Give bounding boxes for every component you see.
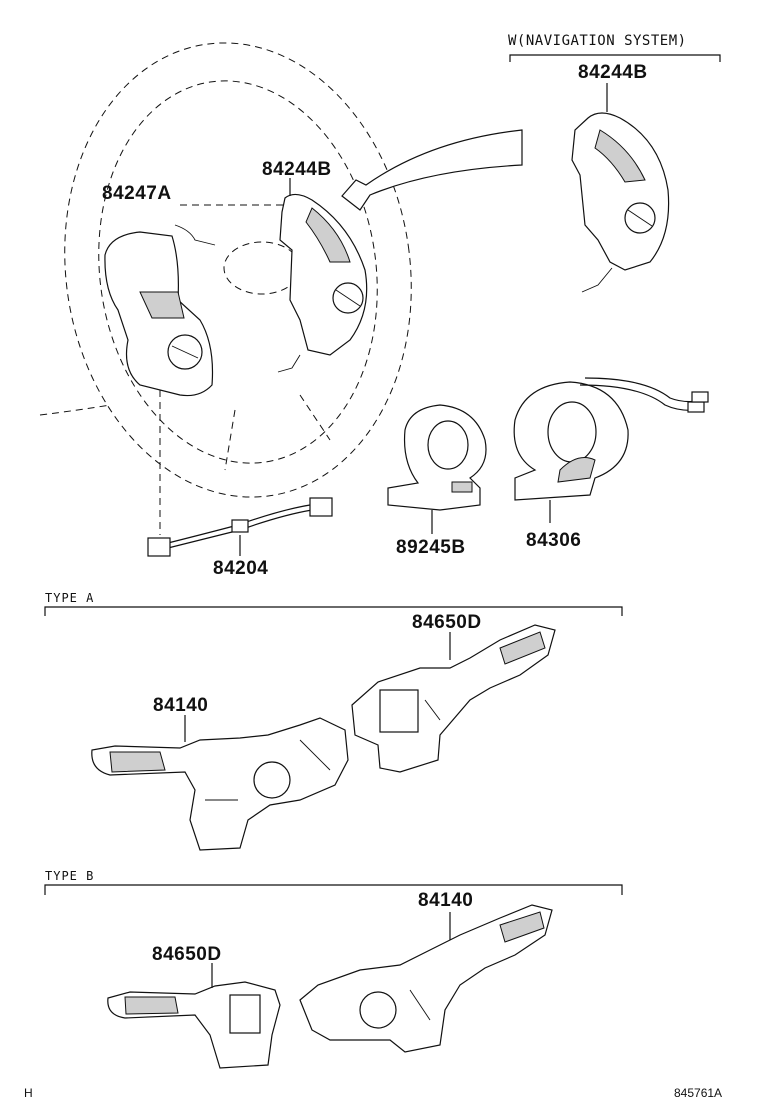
part-number-steering-switch-right: 84244B — [262, 159, 332, 180]
clock-spring-a — [387, 404, 487, 511]
type-b-label: TYPE B — [45, 869, 94, 883]
steering-switch-left — [104, 224, 216, 397]
type-b-bracket — [44, 884, 623, 895]
steering-switch-right — [277, 193, 368, 373]
nav-variant-label: W(NAVIGATION SYSTEM) — [508, 33, 687, 49]
type-a-turn-switch — [91, 717, 349, 851]
type-a-label: TYPE A — [45, 591, 94, 605]
drawing-id: 845761A — [674, 1086, 722, 1100]
wire-harness — [147, 497, 333, 557]
type-a-bracket — [44, 606, 623, 616]
part-number-clock-spring-b: 84306 — [526, 530, 581, 551]
type-a-wiper-switch — [351, 624, 556, 773]
type-b-wiper-switch — [107, 981, 281, 1069]
nav-bracket — [509, 54, 721, 62]
part-number-type-b-turn-switch: 84140 — [418, 890, 473, 911]
part-number-steering-switch-left: 84247A — [102, 183, 172, 204]
part-number-type-b-wiper-switch: 84650D — [152, 944, 222, 965]
clock-spring-b — [513, 377, 709, 501]
part-number-clock-spring-a: 89245B — [396, 537, 466, 558]
type-b-turn-switch — [299, 904, 553, 1053]
steering-wheel-outline — [39, 42, 412, 498]
footer-left-mark: H — [24, 1086, 33, 1100]
arrow-indicator — [341, 129, 523, 211]
part-number-nav-switch: 84244B — [578, 62, 648, 83]
part-number-type-a-turn-switch: 84140 — [153, 695, 208, 716]
part-number-wire-harness: 84204 — [213, 558, 268, 579]
nav-switch — [571, 112, 670, 293]
part-number-type-a-wiper-switch: 84650D — [412, 612, 482, 633]
